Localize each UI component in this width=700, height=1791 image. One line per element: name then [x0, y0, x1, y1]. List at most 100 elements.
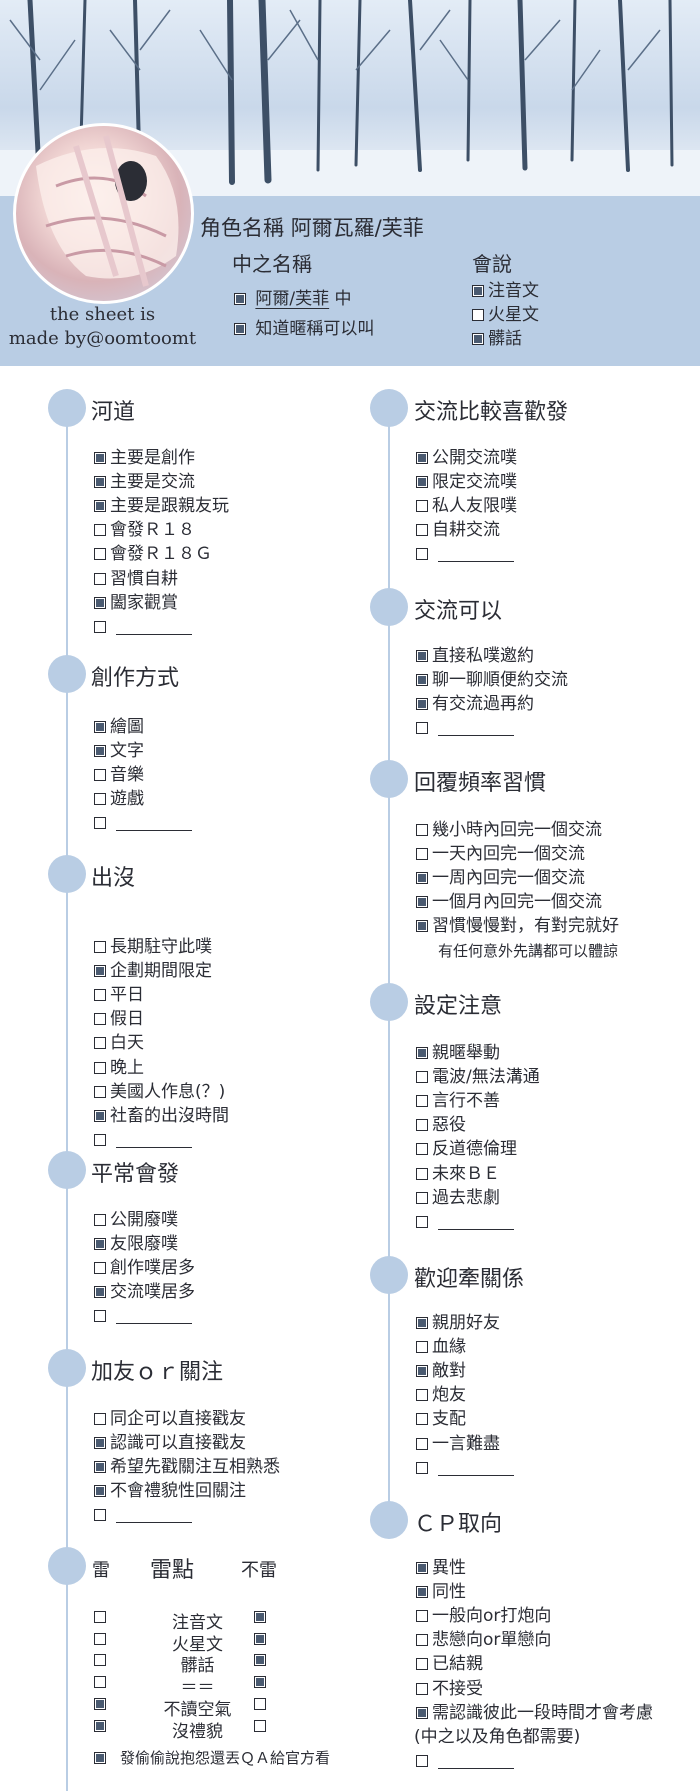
blank-line[interactable] [116, 1506, 192, 1524]
checklist-item[interactable]: 晚上 [94, 1058, 144, 1078]
checkbox-icon[interactable] [416, 524, 428, 537]
checkbox-icon[interactable] [94, 965, 106, 978]
checkbox-icon[interactable] [94, 524, 106, 537]
checkbox-icon[interactable] [94, 1719, 106, 1732]
checkbox-icon[interactable] [416, 1706, 428, 1719]
checkbox-icon[interactable] [94, 1286, 106, 1299]
checklist-item[interactable]: 言行不善 [416, 1091, 500, 1111]
checklist-item[interactable] [416, 544, 514, 564]
checkbox-icon[interactable] [94, 989, 106, 1002]
checkbox-icon[interactable] [94, 1509, 106, 1522]
checkbox-icon[interactable] [94, 1037, 106, 1050]
checkbox-icon[interactable] [254, 1697, 266, 1710]
checklist-item[interactable]: 親暱舉動 [416, 1043, 500, 1063]
checkbox-icon[interactable] [94, 769, 106, 782]
checklist-item[interactable]: 反道德倫理 [416, 1139, 517, 1159]
checklist-item[interactable]: 限定交流噗 [416, 472, 517, 492]
checkbox-icon[interactable] [416, 1461, 428, 1474]
checklist-item[interactable]: 不接受 [416, 1679, 483, 1699]
speak-option[interactable]: 注音文 [472, 276, 539, 301]
checkbox-icon[interactable] [416, 650, 428, 662]
checklist-item[interactable] [94, 1130, 192, 1150]
checklist-item[interactable]: 一言難盡 [416, 1434, 500, 1454]
checkbox-icon[interactable] [416, 1341, 428, 1354]
checklist-item[interactable] [94, 1306, 192, 1326]
checklist-item[interactable]: 已結親 [416, 1654, 483, 1674]
checkbox-icon[interactable] [94, 1413, 106, 1425]
checklist-item[interactable]: 交流噗居多 [94, 1282, 195, 1302]
checkbox-icon[interactable] [94, 817, 106, 830]
checkbox-icon[interactable] [94, 1013, 106, 1026]
checklist-item[interactable]: 自耕交流 [416, 520, 500, 540]
checkbox-icon[interactable] [94, 1109, 106, 1122]
checkbox-icon[interactable] [94, 1752, 106, 1764]
checkbox-icon[interactable] [94, 452, 106, 464]
checkbox-icon[interactable] [416, 920, 428, 933]
checklist-item[interactable]: 主要是交流 [94, 472, 195, 492]
checkbox-icon[interactable] [94, 476, 106, 489]
checkbox-icon[interactable] [254, 1719, 266, 1732]
checklist-item[interactable]: 同性 [416, 1582, 466, 1602]
handler-option[interactable]: 知道暱稱可以叫 [234, 314, 374, 339]
checkbox-icon[interactable] [416, 1317, 428, 1329]
checkbox-icon[interactable] [472, 285, 484, 297]
checklist-item[interactable]: 聊一聊順便約交流 [416, 670, 568, 690]
checklist-item[interactable]: 認識可以直接戳友 [94, 1433, 246, 1453]
checkbox-icon[interactable] [94, 1461, 106, 1474]
checkbox-icon[interactable] [416, 1365, 428, 1378]
checkbox-icon[interactable] [416, 674, 428, 687]
checkbox-icon[interactable] [416, 476, 428, 489]
checklist-item[interactable]: 電波/無法溝通 [416, 1067, 540, 1087]
checkbox-icon[interactable] [94, 1611, 106, 1623]
checkbox-icon[interactable] [94, 1214, 106, 1226]
checklist-item[interactable] [94, 813, 192, 833]
checkbox-icon[interactable] [472, 333, 484, 345]
checkbox-icon[interactable] [416, 1119, 428, 1132]
checkbox-icon[interactable] [416, 1658, 428, 1671]
checkbox-icon[interactable] [416, 1047, 428, 1059]
checkbox-icon[interactable] [416, 548, 428, 561]
checkbox-icon[interactable] [472, 309, 484, 321]
checklist-item[interactable]: 敵對 [416, 1361, 466, 1381]
checklist-item[interactable]: 不會禮貌性回關注 [94, 1481, 246, 1501]
checkbox-icon[interactable] [94, 1654, 106, 1667]
checklist-item[interactable]: 企劃期間限定 [94, 961, 212, 981]
checkbox-icon[interactable] [416, 500, 428, 513]
checklist-item[interactable] [94, 617, 192, 637]
handler-option[interactable]: 阿爾/芙菲 中 [234, 284, 352, 309]
blank-line[interactable] [438, 545, 514, 563]
blank-line[interactable] [116, 1307, 192, 1325]
checklist-item[interactable]: 過去悲劇 [416, 1188, 500, 1208]
checklist-item[interactable]: 白天 [94, 1033, 144, 1053]
checkbox-icon[interactable] [416, 1610, 428, 1623]
checkbox-icon[interactable] [416, 1167, 428, 1180]
checkbox-icon[interactable] [94, 620, 106, 633]
checklist-item[interactable]: 同企可以直接戳友 [94, 1409, 246, 1429]
checkbox-icon[interactable] [94, 793, 106, 806]
checkbox-icon[interactable] [416, 872, 428, 885]
checklist-item[interactable] [416, 718, 514, 738]
checklist-item[interactable]: 有任何意外先講都可以體諒 [438, 941, 618, 961]
checkbox-icon[interactable] [416, 1143, 428, 1156]
checkbox-icon[interactable] [416, 698, 428, 711]
checkbox-icon[interactable] [416, 1215, 428, 1228]
checklist-item[interactable]: 主要是創作 [94, 448, 195, 468]
checkbox-icon[interactable] [416, 1562, 428, 1574]
checkbox-icon[interactable] [234, 293, 246, 305]
checkbox-icon[interactable] [254, 1676, 266, 1689]
blank-line[interactable] [116, 618, 192, 635]
checkbox-icon[interactable] [94, 1697, 106, 1710]
speak-option[interactable]: 髒話 [472, 324, 522, 349]
checkbox-icon[interactable] [94, 596, 106, 609]
checklist-item[interactable]: 會發Ｒ１８ [94, 520, 195, 540]
checklist-item[interactable]: 友限廢噗 [94, 1234, 178, 1254]
checkbox-icon[interactable] [416, 1682, 428, 1695]
checkbox-icon[interactable] [254, 1654, 266, 1667]
checklist-item[interactable] [94, 1505, 192, 1525]
checkbox-icon[interactable] [416, 1071, 428, 1084]
checklist-item[interactable]: 一個月內回完一個交流 [416, 892, 602, 912]
checklist-item[interactable]: 平日 [94, 985, 144, 1005]
checkbox-icon[interactable] [94, 721, 106, 733]
checklist-item[interactable]: 異性 [416, 1558, 466, 1578]
checkbox-icon[interactable] [94, 745, 106, 758]
